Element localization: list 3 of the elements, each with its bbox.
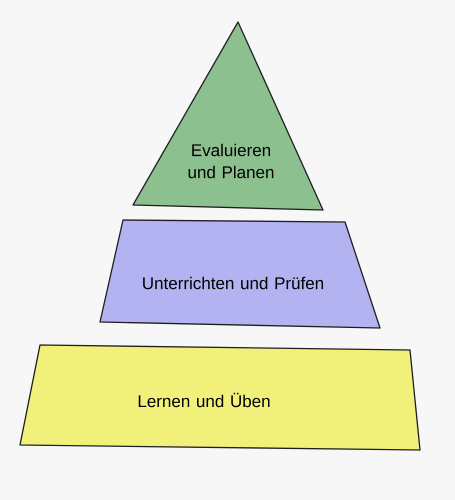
pyramid-middle-band: Unterrichten und Prüfen	[99, 219, 381, 329]
pyramid-top-triangle: Evaluieren und Planen	[132, 21, 324, 211]
pyramid-base-band: Lernen und Üben	[19, 344, 421, 451]
